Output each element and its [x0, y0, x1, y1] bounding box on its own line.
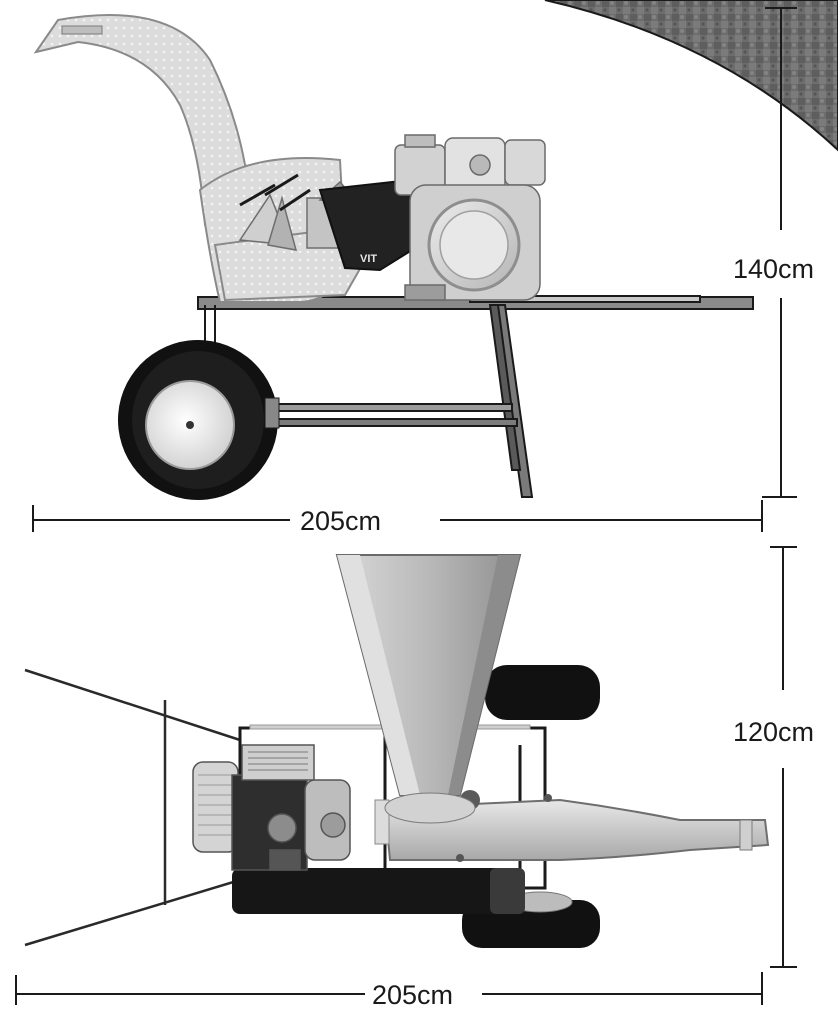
- side-width-label: 205cm: [300, 506, 381, 536]
- top-view-chipper: [24, 554, 770, 948]
- top-discharge-chute: [383, 798, 770, 861]
- top-engine: [192, 744, 351, 871]
- corner-texture: [544, 0, 838, 152]
- top-tire-upper: [485, 665, 600, 720]
- tow-bar: [24, 668, 241, 947]
- top-hopper: [335, 554, 522, 824]
- side-engine: [394, 134, 546, 301]
- side-height-label: 140cm: [733, 254, 814, 284]
- side-height-dimension: 140cm: [733, 7, 814, 498]
- drive-plate: [232, 868, 520, 914]
- side-wheel: [118, 340, 280, 500]
- side-width-dimension: 205cm: [32, 500, 763, 536]
- housing-slots: [239, 173, 311, 212]
- side-frame: [197, 295, 754, 498]
- side-view-chipper: VIT: [33, 14, 754, 500]
- top-depth-label: 120cm: [733, 717, 814, 747]
- engine-badge: VIT: [360, 253, 377, 265]
- top-depth-dimension: 120cm: [733, 546, 814, 968]
- top-width-dimension: 205cm: [15, 972, 763, 1010]
- top-width-label: 205cm: [372, 980, 453, 1010]
